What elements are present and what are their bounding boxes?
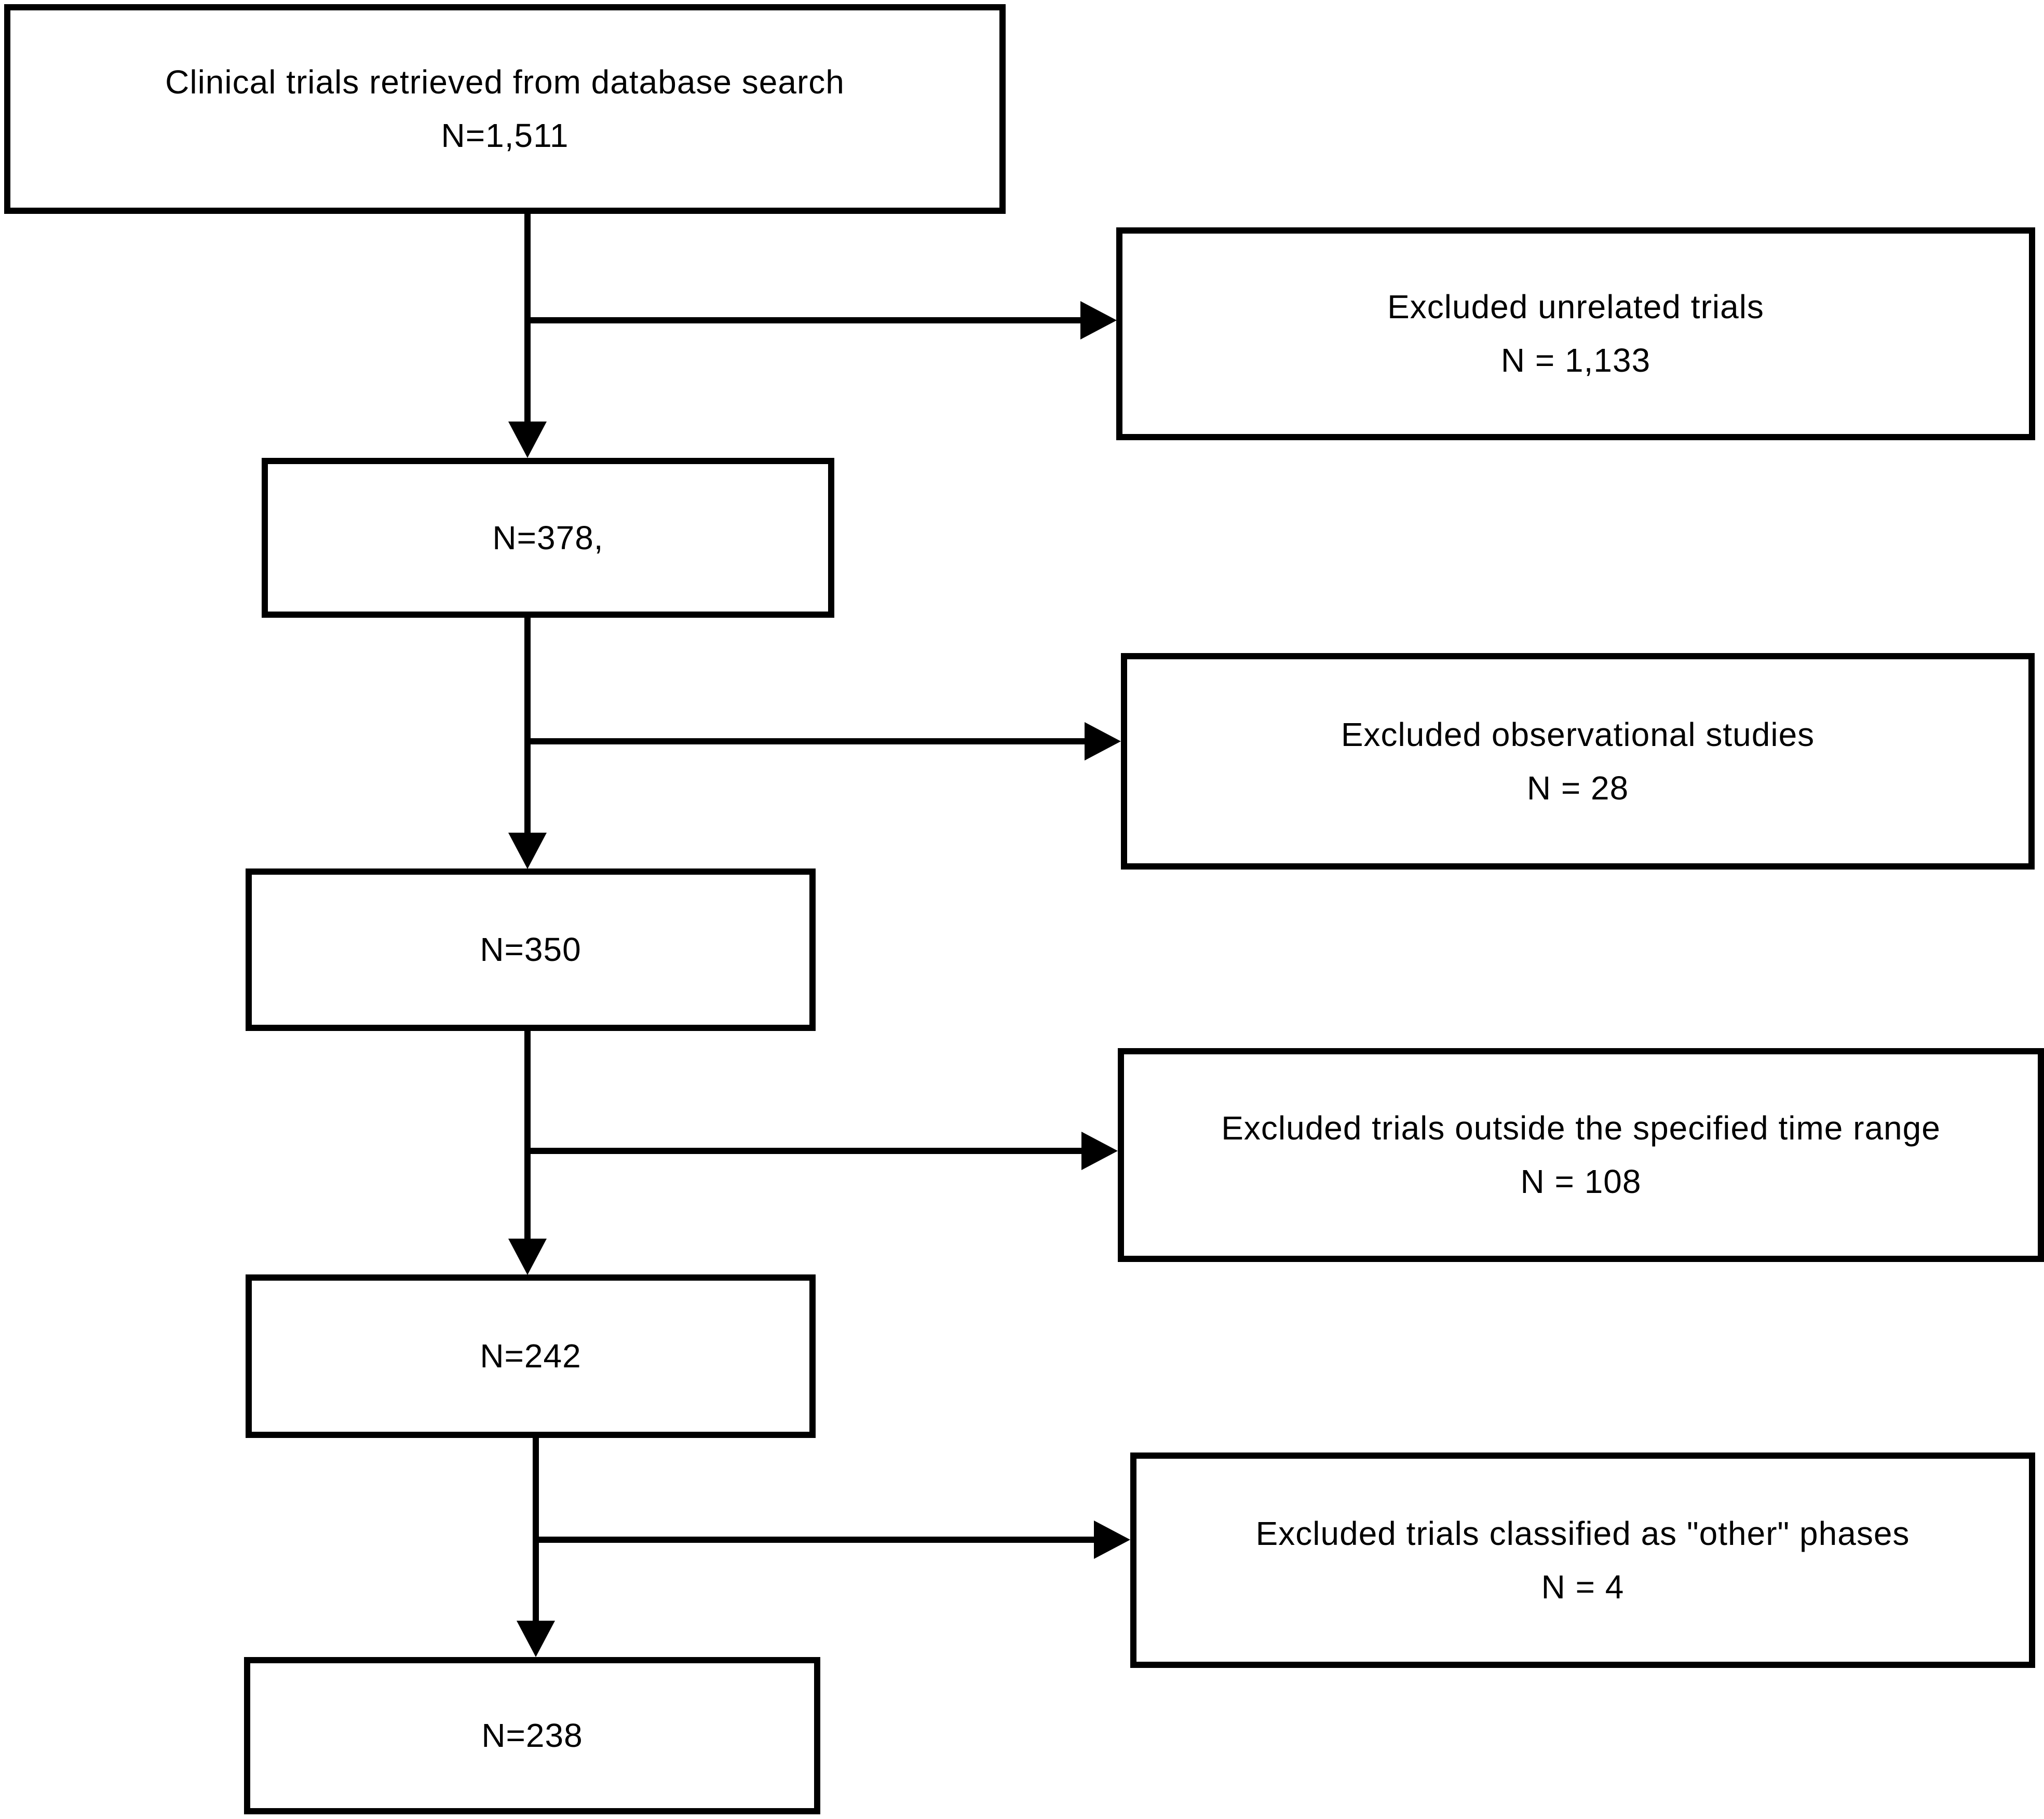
box-retrieved-label: Clinical trials retrieved from database …: [165, 63, 845, 101]
box-n238: N=238: [244, 1657, 820, 1814]
box-n378-count: N=378,: [492, 519, 604, 556]
connector-line-4: [533, 1437, 539, 1622]
box-n242: N=242: [246, 1274, 816, 1438]
connector-line-3: [524, 1031, 531, 1240]
arrow-down-icon-1: [508, 422, 547, 458]
box-retrieved-count: N=1,511: [441, 117, 569, 154]
box-n378: N=378,: [262, 458, 834, 618]
branch-line-1: [527, 317, 1082, 323]
box-n350-count: N=350: [480, 931, 581, 969]
box-excluded-observational-label: Excluded observational studies: [1341, 715, 1815, 753]
box-excluded-otherphases: Excluded trials classified as "other" ph…: [1130, 1453, 2035, 1668]
box-n350: N=350: [246, 868, 816, 1031]
arrow-right-icon-2: [1085, 722, 1121, 761]
box-excluded-timerange: Excluded trials outside the specified ti…: [1118, 1048, 2044, 1262]
branch-line-2: [527, 738, 1086, 744]
box-excluded-timerange-count: N = 108: [1520, 1163, 1642, 1200]
box-excluded-otherphases-label: Excluded trials classified as "other" ph…: [1255, 1514, 1910, 1552]
box-excluded-observational: Excluded observational studies N = 28: [1121, 653, 2035, 870]
box-excluded-otherphases-count: N = 4: [1541, 1568, 1625, 1606]
connector-line-2: [524, 617, 531, 835]
arrow-right-icon-1: [1080, 301, 1117, 340]
arrow-down-icon-3: [508, 1239, 547, 1275]
arrow-right-icon-4: [1094, 1521, 1130, 1559]
box-n238-count: N=238: [481, 1717, 583, 1755]
arrow-right-icon-3: [1081, 1132, 1118, 1170]
branch-line-4: [536, 1537, 1094, 1543]
box-excluded-unrelated: Excluded unrelated trials N = 1,133: [1116, 227, 2035, 440]
box-excluded-unrelated-label: Excluded unrelated trials: [1387, 288, 1764, 326]
box-n242-count: N=242: [480, 1337, 581, 1375]
box-excluded-observational-count: N = 28: [1526, 769, 1629, 807]
box-retrieved: Clinical trials retrieved from database …: [4, 4, 1006, 214]
arrow-down-icon-2: [508, 833, 547, 869]
arrow-down-icon-4: [517, 1621, 555, 1657]
box-excluded-timerange-label: Excluded trials outside the specified ti…: [1221, 1109, 1941, 1147]
box-excluded-unrelated-count: N = 1,133: [1500, 342, 1651, 379]
branch-line-3: [527, 1148, 1083, 1154]
